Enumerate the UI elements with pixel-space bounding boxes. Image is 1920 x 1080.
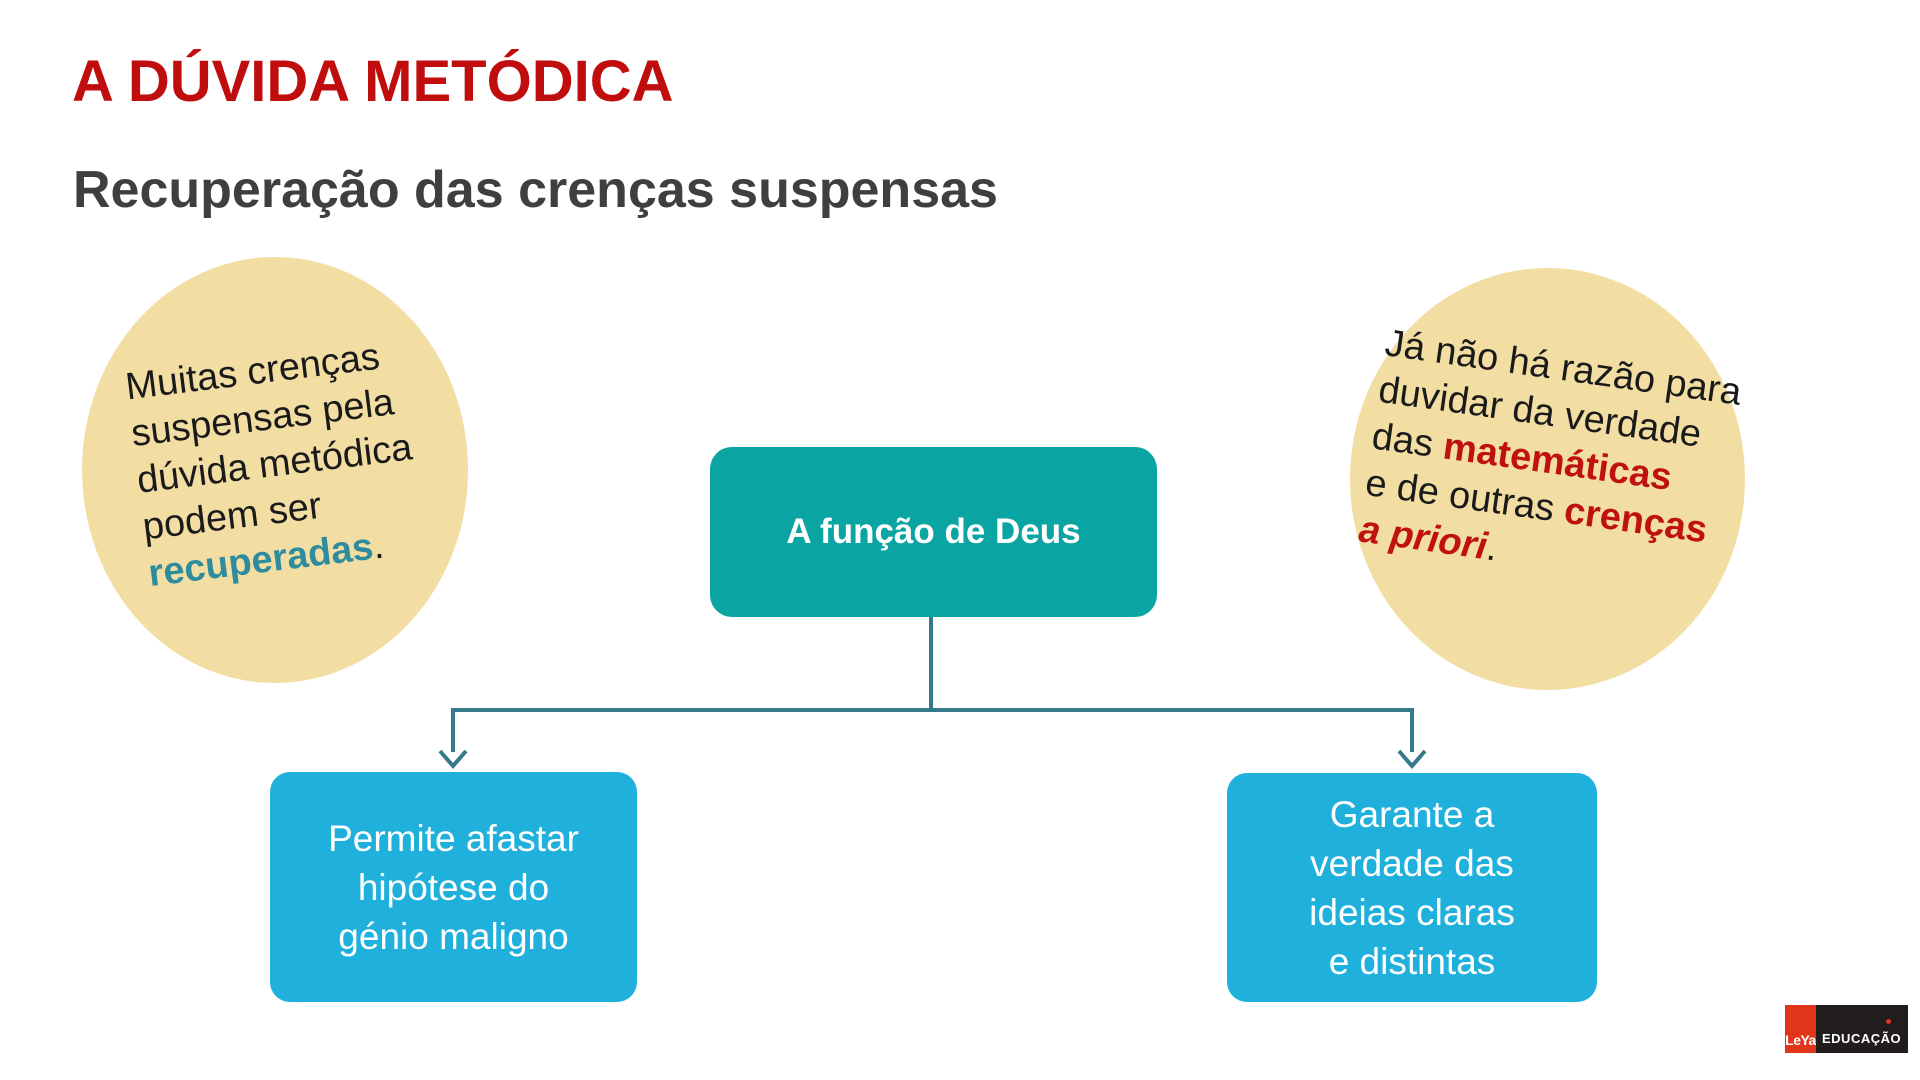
leya-logo-division: EDUCAÇÃO: [1816, 1005, 1909, 1053]
slide-title: A DÚVIDA METÓDICA: [72, 49, 674, 114]
god-function-box: A função de Deus: [710, 447, 1157, 617]
god-function-box-label: A função de Deus: [786, 512, 1081, 551]
right-arrowhead-icon: [1397, 749, 1427, 770]
slide-subtitle: Recuperação das crenças suspensas: [73, 161, 998, 219]
leya-logo-division-label: EDUCAÇÃO: [1822, 1031, 1902, 1046]
leya-logo-brand: LeYa: [1785, 1032, 1816, 1048]
leya-logo-mark: LeYa: [1785, 1005, 1816, 1053]
left-arrowhead-icon: [438, 749, 468, 770]
leya-logo: LeYa EDUCAÇÃO: [1785, 1005, 1909, 1053]
logo-red-dot-icon: [1886, 1019, 1892, 1024]
